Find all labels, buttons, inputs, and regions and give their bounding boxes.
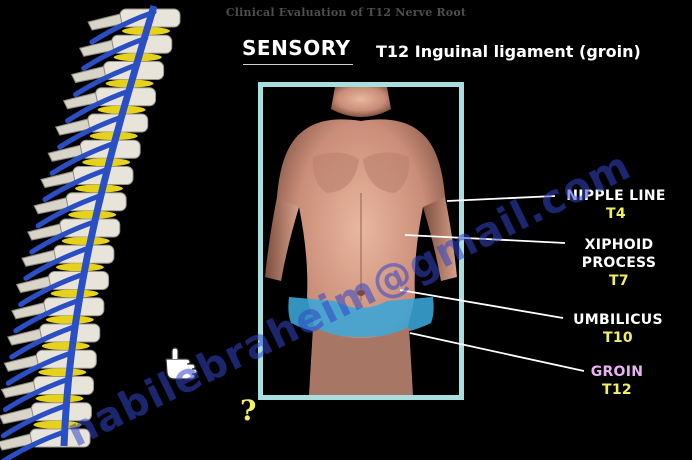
nerve-root (49, 140, 117, 176)
question-mark: ? (240, 394, 257, 427)
nerve-root (65, 88, 133, 124)
intervertebral-disc (45, 315, 94, 324)
nerve-root (35, 193, 103, 229)
label-xiphoid-level: T7 (609, 273, 629, 289)
nerve-root (73, 62, 141, 97)
nerve-root (81, 35, 149, 71)
label-groin-level: T12 (602, 382, 632, 398)
nerve-root (23, 245, 91, 281)
label-nipple-line-name: NIPPLE LINE (566, 188, 666, 204)
vertebra-process (0, 407, 35, 425)
nerve-root (13, 298, 81, 334)
nerve-root (57, 114, 125, 150)
vertebra-process (21, 249, 57, 267)
nerve-root (89, 9, 157, 45)
intervertebral-disc (50, 289, 99, 298)
label-groin: GROIN T12 (578, 363, 656, 399)
vertebra-process (3, 354, 39, 372)
vertebra-process (0, 380, 37, 399)
xiphoid-pointer (404, 234, 566, 244)
vertebra-process (70, 65, 107, 84)
label-groin-name: GROIN (590, 364, 644, 380)
nerve-root (0, 403, 68, 439)
groin-pointer (409, 332, 585, 372)
label-xiphoid-name2: PROCESS (581, 255, 657, 271)
nerve-root (18, 272, 86, 307)
nerve-root (29, 219, 97, 255)
spinal-cord (60, 4, 158, 447)
intervertebral-disc (55, 263, 104, 272)
label-xiphoid-process: XIPHOID PROCESS T7 (566, 236, 672, 290)
heading-underline (243, 64, 353, 65)
vertebra-process (11, 302, 47, 320)
slide-title: Clinical Evaluation of T12 Nerve Root (225, 6, 467, 19)
nerve-root (5, 350, 73, 386)
section-heading: SENSORY (242, 36, 351, 60)
vertebra-process (40, 170, 76, 189)
intervertebral-disc (68, 210, 117, 219)
nerve-root (0, 429, 67, 460)
intervertebral-disc (33, 420, 82, 429)
pointing-hand-icon (165, 347, 198, 380)
vertebra-process (15, 275, 52, 294)
vertebra-process (62, 92, 99, 110)
vertebra-process (47, 144, 83, 162)
torso-illustration (265, 87, 457, 395)
vertebra-process (7, 328, 43, 346)
label-umbilicus-name: UMBILICUS (573, 312, 663, 328)
umbilicus-pointer (399, 289, 564, 319)
label-xiphoid-name: XIPHOID (584, 237, 654, 253)
vertebra-process (0, 433, 33, 451)
vertebra-process (33, 197, 69, 215)
vertebra-process (79, 39, 115, 57)
spine-illustration (0, 4, 181, 460)
nipple-line-pointer (446, 195, 556, 202)
nerve-root (9, 324, 77, 360)
label-nipple-line-level: T4 (606, 206, 626, 222)
intervertebral-disc (35, 394, 84, 403)
intervertebral-disc (74, 184, 123, 193)
vertebra-process (55, 118, 91, 136)
intervertebral-disc (41, 342, 90, 350)
label-nipple-line: NIPPLE LINE T4 (556, 187, 676, 223)
label-umbilicus: UMBILICUS T10 (560, 311, 676, 347)
vertebra-process (87, 13, 123, 31)
section-subheading: T12 Inguinal ligament (groin) (376, 42, 641, 61)
torso-image-frame (258, 82, 464, 400)
vertebra-process (27, 223, 63, 241)
label-umbilicus-level: T10 (603, 330, 633, 346)
intervertebral-disc (38, 368, 87, 377)
nerve-root (42, 167, 110, 202)
intervertebral-disc (61, 237, 110, 245)
nerve-root (3, 377, 71, 412)
